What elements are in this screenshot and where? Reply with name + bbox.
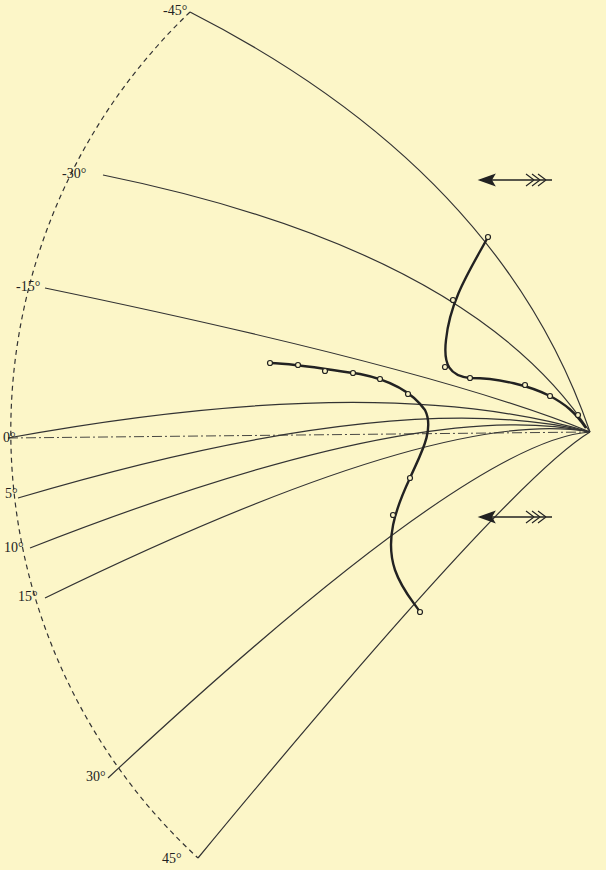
fan-curve (30, 425, 590, 548)
thick-curve (445, 237, 586, 428)
axis-line (8, 432, 590, 438)
curve-points (268, 235, 581, 615)
fan-curve (190, 12, 590, 432)
angle-label: 5° (5, 487, 18, 501)
fan-curve (108, 432, 590, 778)
angle-label: -30° (62, 167, 86, 181)
angle-label: -15° (16, 280, 40, 294)
thick-curve (270, 363, 428, 612)
fan-curve (18, 418, 590, 498)
fan-curve (198, 432, 590, 858)
angle-label: 30° (86, 770, 106, 784)
angle-label: 0° (3, 431, 16, 445)
angle-label: 45° (162, 852, 182, 866)
angle-label: 15° (18, 590, 38, 604)
dashed-arc (11, 12, 198, 858)
angle-label: -45° (163, 4, 187, 18)
fan-curve (103, 175, 590, 432)
fan-curve (45, 429, 590, 598)
fan-curve (45, 288, 590, 432)
direction-arrows (480, 174, 552, 523)
angle-label: 10° (4, 541, 24, 555)
